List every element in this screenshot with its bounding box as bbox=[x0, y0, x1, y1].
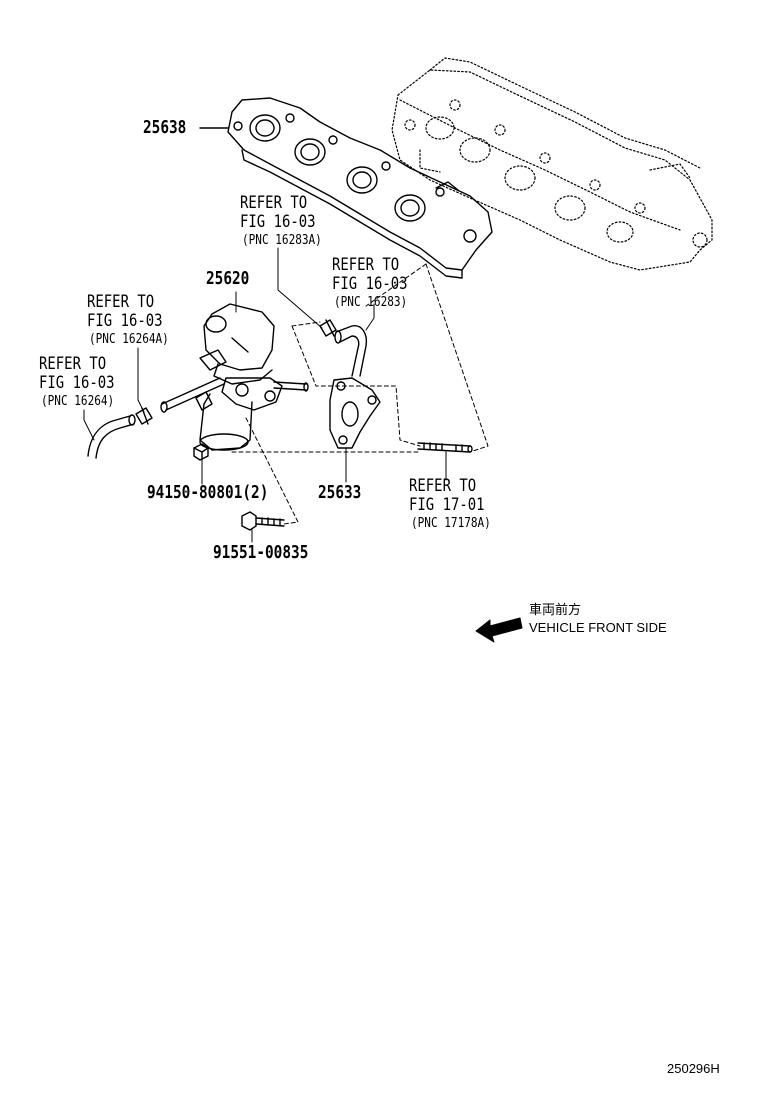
part-label-nut: 94150-80801(2) bbox=[147, 482, 269, 503]
ref-line2: FIG 16-03 bbox=[39, 373, 115, 393]
part-label-valve: 25620 bbox=[206, 268, 250, 289]
egr-valve-part-25620 bbox=[160, 303, 309, 451]
ref-pnc: (PNC 16283) bbox=[334, 295, 408, 310]
nut-part-94150 bbox=[193, 443, 209, 461]
ref-line1: REFER TO bbox=[39, 354, 107, 374]
ref-line1: REFER TO bbox=[409, 476, 477, 496]
ref-pnc: (PNC 17178A) bbox=[411, 516, 491, 531]
ref-line2: FIG 17-01 bbox=[409, 495, 485, 515]
engine-head-outline bbox=[391, 57, 713, 271]
bolt-part-91551 bbox=[241, 511, 285, 531]
ref-line1: REFER TO bbox=[87, 292, 155, 312]
ref-line1: REFER TO bbox=[240, 193, 308, 213]
hose-clamp-upper bbox=[319, 319, 337, 337]
part-label-gasket: 25633 bbox=[318, 482, 362, 503]
leader-lines bbox=[83, 247, 447, 543]
gasket-part-25633 bbox=[329, 377, 381, 449]
exhaust-manifold-part-25638 bbox=[227, 97, 493, 279]
vehicle-front-label: VEHICLE FRONT SIDE bbox=[529, 620, 667, 635]
vehicle-front-label-japanese: 車両前方 bbox=[529, 602, 582, 617]
ref-pnc: (PNC 16264) bbox=[41, 394, 115, 409]
ref-pnc: (PNC 16264A) bbox=[89, 332, 169, 347]
hose-left bbox=[87, 414, 136, 459]
assembly-dashed-lines bbox=[231, 263, 489, 525]
hose-upper-right bbox=[334, 325, 368, 377]
figure-code: 250296H bbox=[667, 1061, 720, 1076]
ref-line2: FIG 16-03 bbox=[87, 311, 163, 331]
hose-clamp-left bbox=[135, 407, 153, 425]
arrow-left-icon bbox=[475, 617, 523, 643]
ref-line2: FIG 16-03 bbox=[332, 274, 408, 294]
stud-bolt-part bbox=[417, 442, 473, 453]
ref-line2: FIG 16-03 bbox=[240, 212, 316, 232]
part-label-manifold: 25638 bbox=[143, 117, 187, 138]
part-label-bolt: 91551-00835 bbox=[213, 542, 309, 563]
ref-pnc: (PNC 16283A) bbox=[242, 233, 322, 248]
ref-line1: REFER TO bbox=[332, 255, 400, 275]
